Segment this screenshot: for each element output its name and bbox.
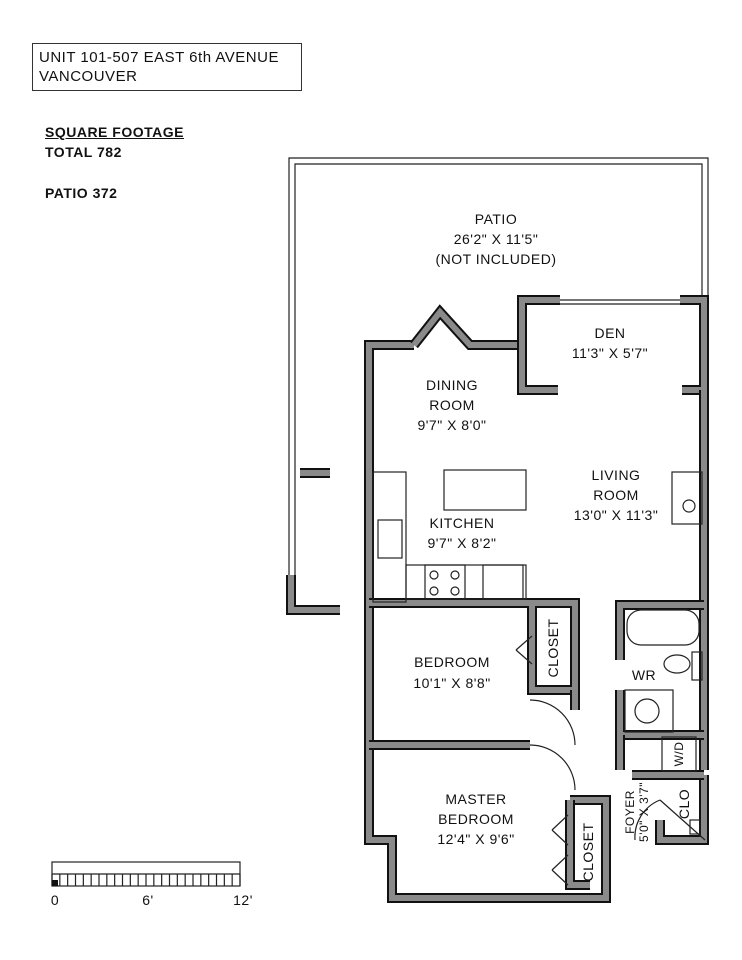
bathtub-icon: [626, 609, 700, 646]
bathroom-fixtures: [624, 609, 703, 835]
fireplace-icon: [671, 471, 703, 525]
bedroom-label: BEDROOM: [414, 654, 490, 670]
scale-bar: 0 6' 12': [51, 861, 253, 908]
bedroom-closet-label: CLOSET: [545, 618, 561, 677]
dining-dims: 9'7" X 8'0": [417, 417, 486, 433]
sink-icon: [634, 698, 660, 724]
kitchen-label: KITCHEN: [430, 515, 495, 531]
clo-label: CLO: [676, 789, 692, 819]
washroom-label: WR: [632, 667, 656, 683]
bedroom-dims: 10'1" X 8'8": [413, 675, 490, 691]
room-labels: PATIO 26'2" X 11'5" (NOT INCLUDED) DEN 1…: [413, 211, 692, 882]
dining-label-1: DINING: [426, 377, 478, 393]
patio-square-footage: PATIO 372: [45, 185, 118, 201]
living-dims: 13'0" X 11'3": [574, 507, 659, 523]
washer-dryer-icon: [661, 736, 697, 772]
living-label-1: LIVING: [592, 467, 641, 483]
foyer-label: FOYER: [623, 790, 637, 834]
scale-label-0: 0: [51, 892, 59, 908]
foyer-dims: 5'0" X 3'7": [637, 782, 651, 842]
living-label-2: ROOM: [593, 487, 639, 503]
door-swings: [515, 635, 706, 886]
address-box: UNIT 101-507 EAST 6th AVENUE VANCOUVER: [32, 43, 302, 91]
toilet-icon: [663, 654, 691, 674]
master-closet-label: CLOSET: [580, 822, 596, 881]
scale-label-6: 6': [142, 892, 153, 908]
patio-label: PATIO: [475, 211, 517, 227]
patio-outline: [288, 157, 709, 612]
den-dims: 11'3" X 5'7": [572, 345, 648, 361]
fridge-icon: [482, 564, 524, 600]
address-line-2: VANCOUVER: [39, 68, 138, 85]
kitchen-island: [443, 469, 527, 511]
patio-note: (NOT INCLUDED): [435, 251, 556, 267]
stove-icon: [424, 564, 466, 600]
den-label: DEN: [594, 325, 625, 341]
exterior-walls: [364, 295, 709, 903]
patio-dims: 26'2" X 11'5": [454, 231, 539, 247]
interior-walls: [369, 598, 704, 890]
patio-wall-segments: [286, 468, 340, 615]
laundry-label: W/D: [672, 742, 686, 767]
square-footage-title: SQUARE FOOTAGE: [45, 124, 184, 140]
address-line-1: UNIT 101-507 EAST 6th AVENUE: [39, 49, 279, 66]
scale-label-12: 12': [233, 892, 253, 908]
kitchen-fixtures: [372, 469, 703, 603]
dining-label-2: ROOM: [429, 397, 475, 413]
master-label-1: MASTER: [445, 791, 506, 807]
master-label-2: BEDROOM: [438, 811, 514, 827]
kitchen-dims: 9'7" X 8'2": [427, 535, 496, 551]
master-dims: 12'4" X 9'6": [437, 831, 514, 847]
total-square-footage: TOTAL 782: [45, 144, 122, 160]
